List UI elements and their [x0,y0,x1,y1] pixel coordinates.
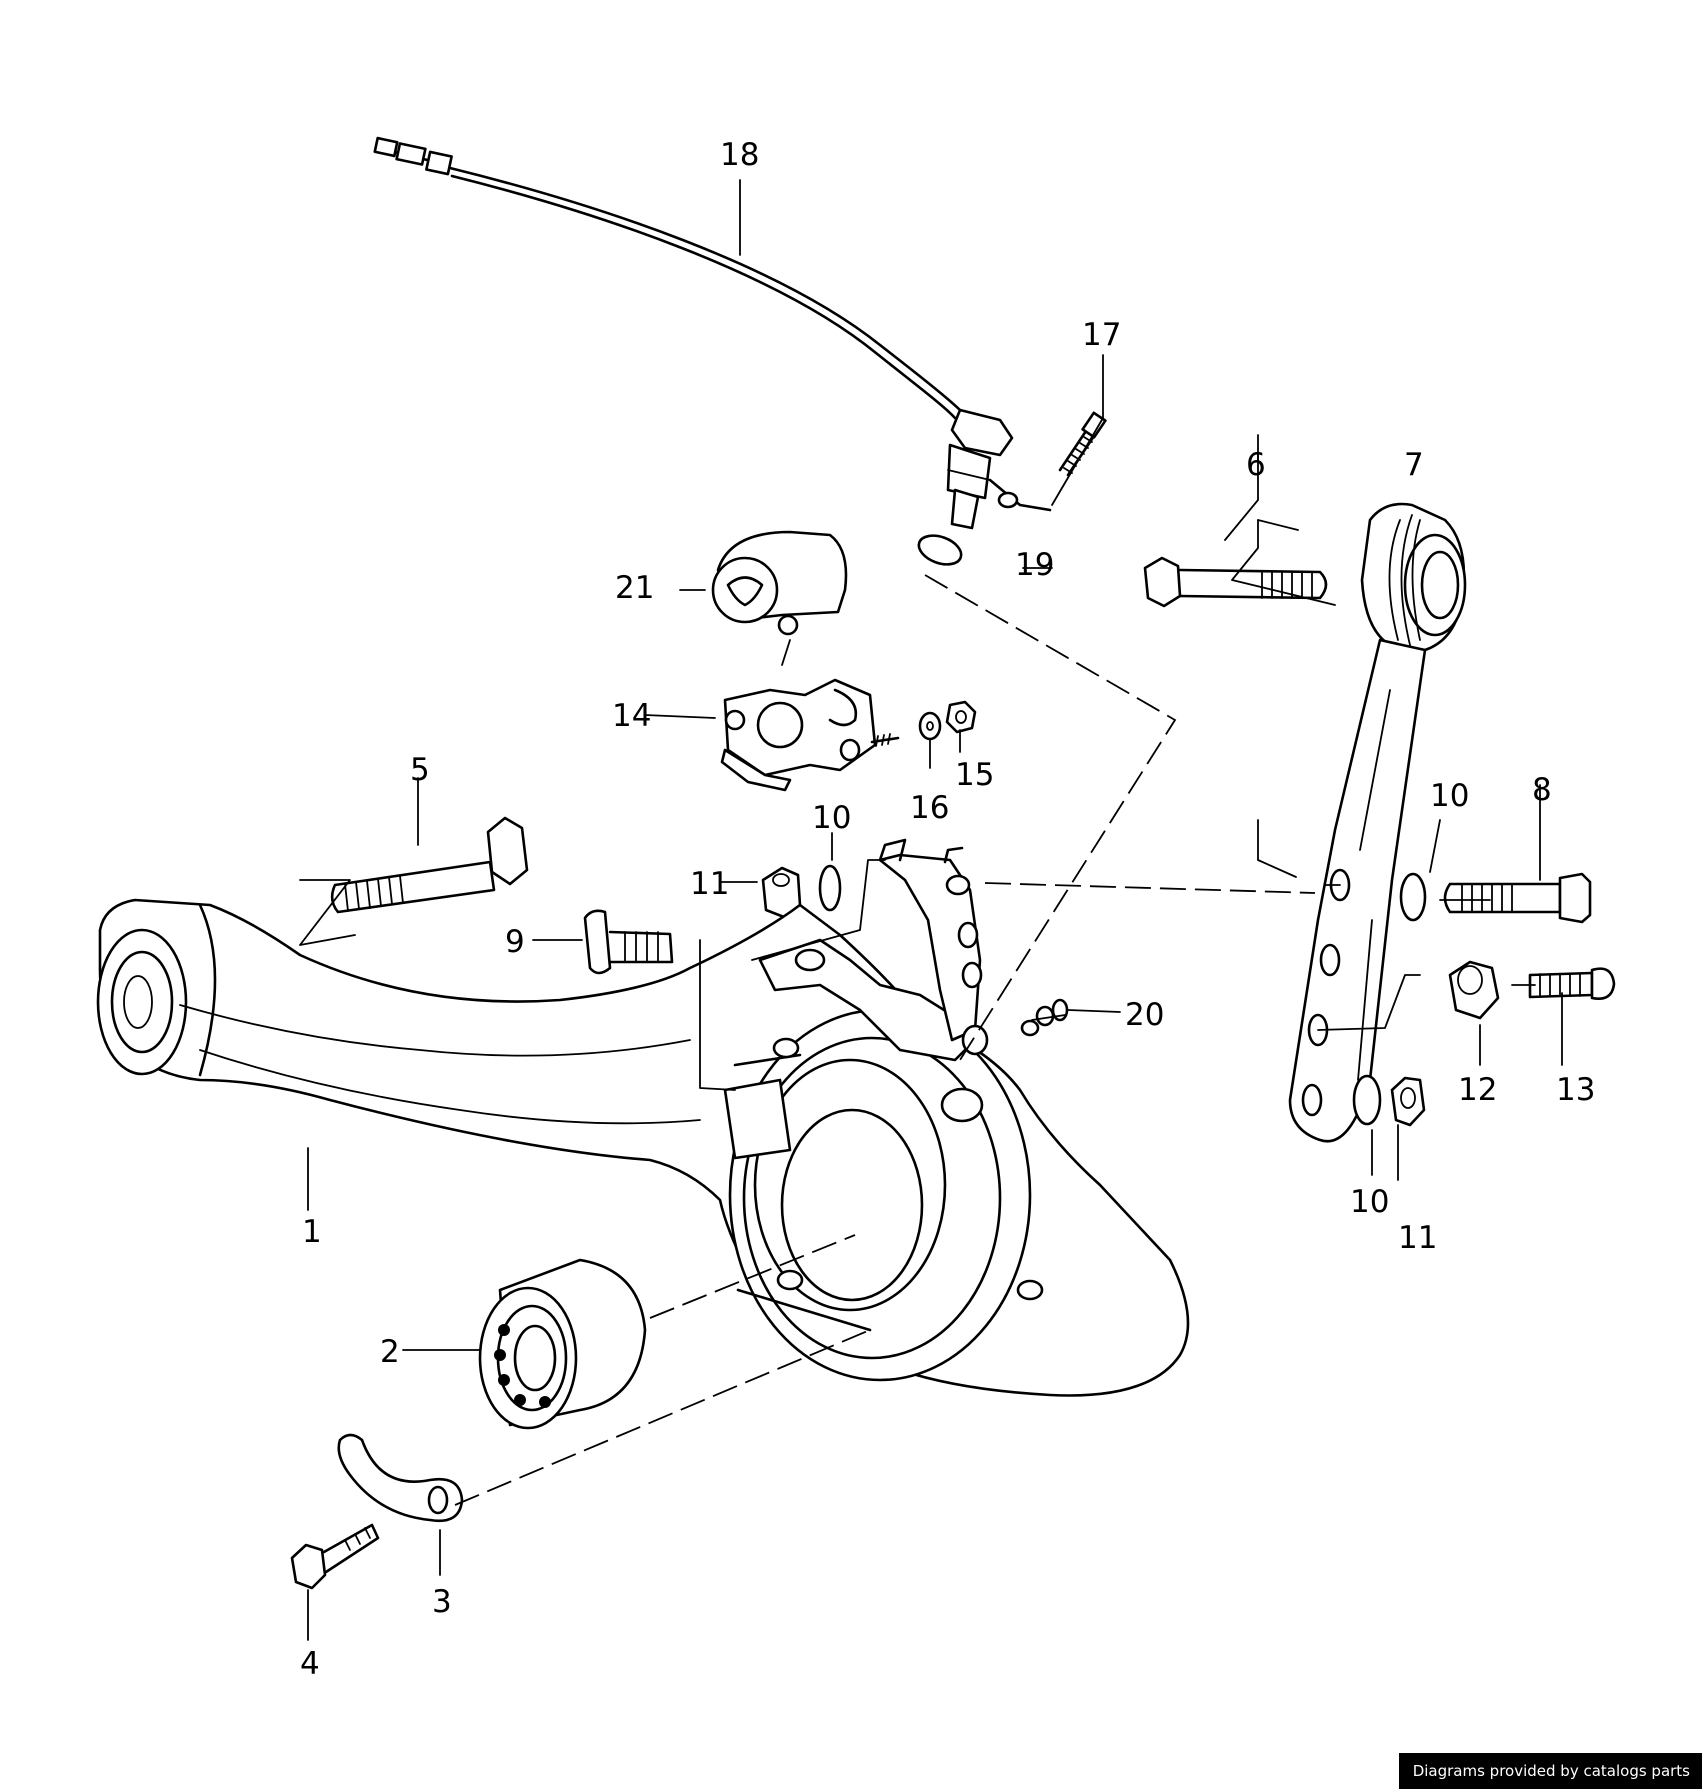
part-7-link-arm [1288,502,1467,1143]
callout-7: 7 [1404,447,1424,483]
part-8-bolt [1443,872,1592,924]
part-10-washer-left [818,864,842,912]
callout-16: 16 [910,790,949,826]
callout-2: 2 [380,1334,400,1370]
callout-1: 1 [302,1214,322,1250]
callout-5: 5 [410,752,430,788]
part-12-nut [1448,960,1500,1020]
part-16-washer [918,711,942,741]
callout-14: 14 [612,698,651,734]
callout-8: 8 [1532,772,1552,808]
callout-17: 17 [1082,317,1121,353]
callout-10-right-lower: 10 [1350,1184,1389,1220]
part-11-nut-lower-right [1390,1076,1426,1127]
callout-9: 9 [505,924,525,960]
part-14-bracket [720,678,900,792]
part-10-washer-lower-right [1352,1074,1382,1126]
part-15-nut [945,700,977,734]
callout-10-right-upper: 10 [1430,778,1469,814]
callout-3: 3 [432,1584,452,1620]
callout-13: 13 [1556,1072,1595,1108]
part-21-bushing [711,530,848,636]
part-18-sensor-cable [373,136,964,420]
callout-11-right: 11 [1398,1220,1437,1256]
part-5-bolt [330,816,529,914]
part-1-control-arm [96,838,1190,1397]
callout-12: 12 [1458,1072,1497,1108]
part-4-screw [290,1523,380,1590]
callout-19: 19 [1015,547,1054,583]
part-20-fitting [1020,998,1069,1037]
callout-20: 20 [1125,997,1164,1033]
part-13-bolt [1528,967,1616,1000]
callout-6: 6 [1246,447,1266,483]
callout-4: 4 [300,1646,320,1682]
leader-lines [299,179,1563,1641]
assembly-dashed-lines [454,574,1316,1506]
callout-10-left: 10 [812,800,851,836]
callout-21: 21 [615,570,654,606]
part-19-o-ring [917,534,963,566]
part-2-wheel-bearing [478,1258,647,1430]
credit-label: Diagrams provided by catalogs parts [1398,1753,1702,1789]
speed-sensor [946,408,1052,530]
part-17-screw [1058,411,1107,477]
part-3-retaining-plate [337,1433,464,1523]
part-10-washer-upper-right [1399,872,1427,922]
part-6-bolt [1143,556,1328,608]
callout-18: 18 [720,137,759,173]
callout-11-left: 11 [690,866,729,902]
callout-15: 15 [955,757,994,793]
part-9-stud [583,909,674,975]
